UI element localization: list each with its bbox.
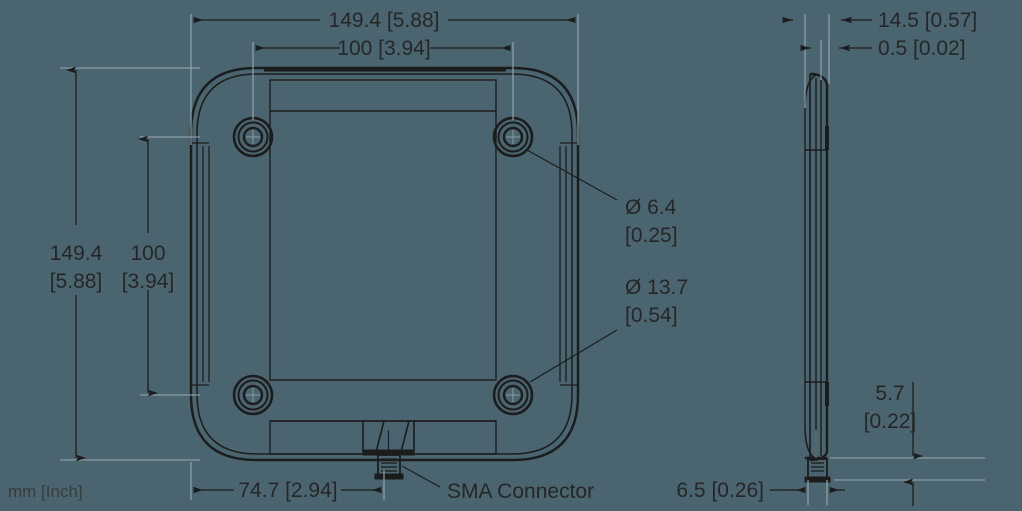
side-sma-connector-body [807, 458, 828, 479]
dim-pitch-height-inch-text: [3.94] [122, 270, 175, 293]
enclosure-inner-shell-outline [196, 73, 573, 455]
dim-overall-height-inch-text: [5.88] [50, 270, 103, 293]
dim-connector-offset-text: 74.7 [2.94] [238, 479, 337, 502]
dim-overall-width-text: 149.4 [5.88] [329, 9, 440, 32]
dim-side-depth-text: 14.5 [0.57] [878, 9, 977, 32]
side-view-dimensions: 14.5 [0.57] 0.5 [0.02] 5.7 [0.22] 6.5 [0… [676, 9, 985, 506]
leader-line-hole-outer-diameter [529, 329, 618, 383]
mounting-hole-bottom-left [232, 374, 274, 416]
units-note: mm [Inch] [8, 482, 83, 501]
leader-line-sma-connector [401, 465, 441, 488]
callout-hole-inner-diameter-line1: Ø 6.4 [625, 196, 677, 219]
front-view-callouts: Ø 6.4 [0.25] Ø 13.7 [0.54] SMA Connector [401, 149, 688, 503]
connector-notch-outline [362, 420, 385, 453]
base-plate-rectangle [269, 79, 497, 381]
dim-pitch-width-text: 100 [3.94] [337, 37, 430, 60]
mounting-hole-bottom-right [492, 374, 534, 416]
front-view-geometry [189, 66, 580, 480]
side-boss-lower [825, 382, 829, 406]
side-view-geometry [804, 72, 831, 483]
front-view-dimensions: 149.4 [5.88] 100 [3.94] 149.4 [5.88] 100 [50, 9, 579, 502]
side-sma-connector-flange [804, 476, 831, 483]
side-profile-outer [809, 72, 829, 462]
side-boss-upper [825, 126, 829, 150]
dim-connector-height-line1: 5.7 [875, 382, 904, 405]
dim-pitch-height-text: 100 [130, 242, 165, 265]
callout-hole-inner-diameter-line2: [0.25] [625, 224, 678, 247]
sma-connector-flange [374, 473, 404, 480]
mounting-hole-top-right [492, 116, 534, 158]
dim-overall-height-text: 149.4 [50, 242, 103, 265]
side-sma-connector-threads [811, 462, 824, 472]
enclosure-outer-outline [189, 66, 580, 462]
leader-line-hole-inner-diameter [526, 149, 618, 201]
connector-notch-outline-right [399, 420, 415, 453]
dim-connector-width-text: 6.5 [0.26] [676, 479, 764, 502]
dim-connector-height-line2: [0.22] [864, 410, 917, 433]
callout-hole-outer-diameter-line1: Ø 13.7 [625, 276, 688, 299]
mounting-hole-top-left [232, 116, 274, 158]
callout-sma-connector-label: SMA Connector [447, 480, 594, 503]
sma-connector-body [377, 454, 401, 476]
dim-side-lip-text: 0.5 [0.02] [878, 37, 966, 60]
callout-hole-outer-diameter-line2: [0.54] [625, 304, 678, 327]
